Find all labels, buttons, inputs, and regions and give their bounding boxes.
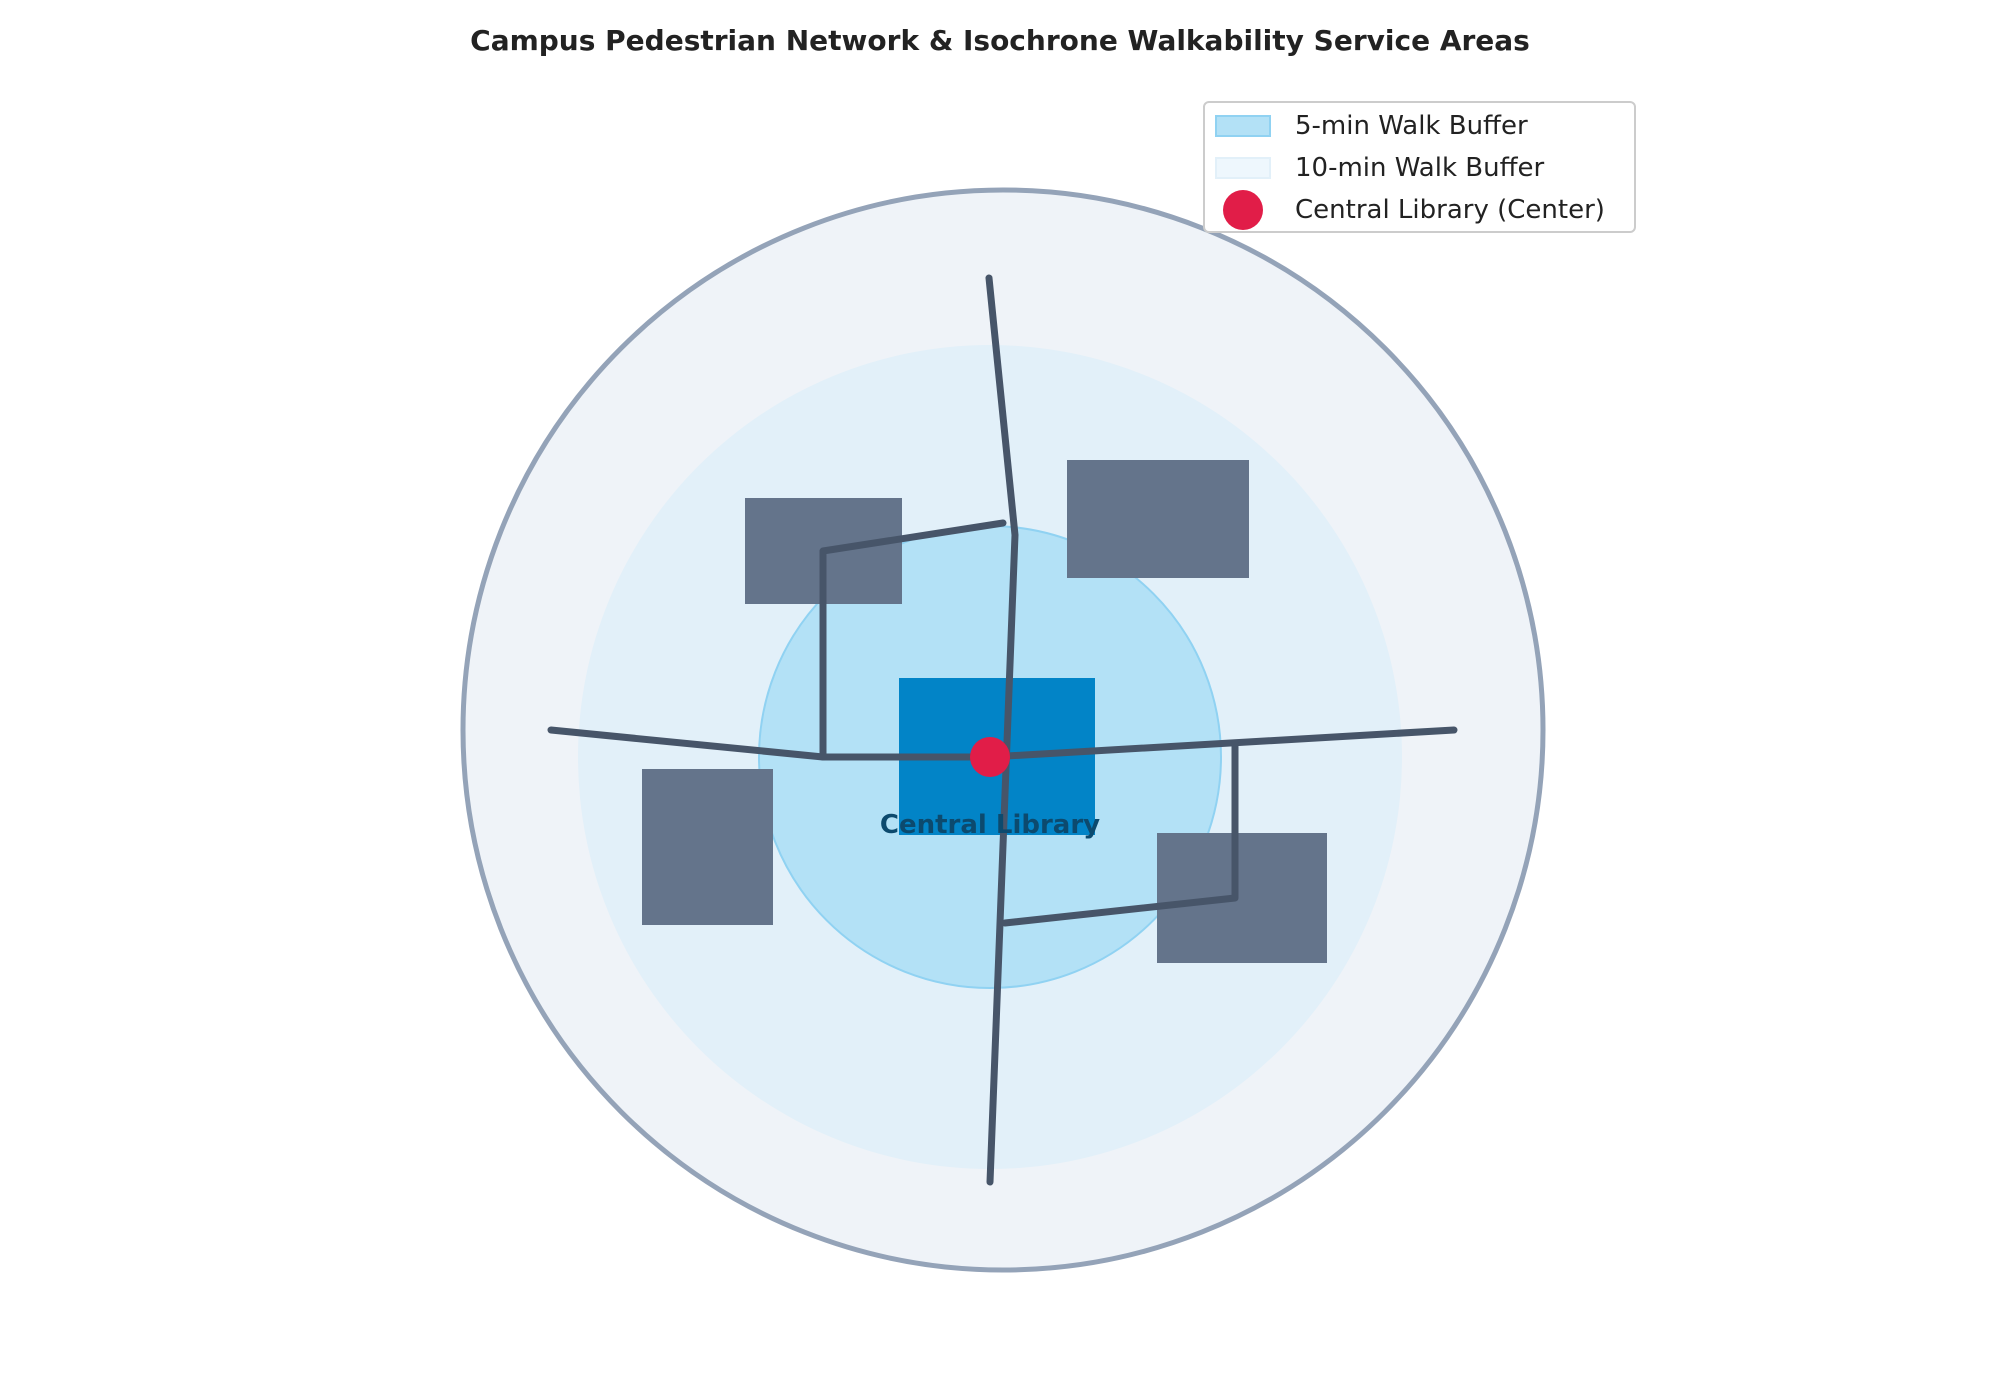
library-label: Central Library: [880, 810, 1100, 840]
legend-label-center: Central Library (Center): [1295, 195, 1605, 225]
building-north-east[interactable]: [1067, 460, 1249, 578]
path-north-south[interactable]: [985, 274, 1019, 1186]
path-south-east-branch[interactable]: [1001, 739, 1239, 927]
building-south-east[interactable]: [1157, 833, 1327, 963]
path-north-west-branch[interactable]: [819, 519, 1007, 761]
legend: 5-min Walk Buffer 10-min Walk Buffer Cen…: [1203, 101, 1636, 233]
legend-swatch-5-min: [1215, 115, 1271, 137]
map-title: Campus Pedestrian Network & Isochrone Wa…: [470, 24, 1530, 57]
central-library-marker[interactable]: [970, 737, 1010, 777]
building-west[interactable]: [642, 769, 773, 925]
legend-label-10-min: 10-min Walk Buffer: [1295, 153, 1545, 183]
legend-marker-center: [1223, 190, 1263, 230]
path-west-east[interactable]: [547, 726, 1458, 761]
legend-marker-wrap: [1215, 190, 1271, 230]
legend-label-5-min: 5-min Walk Buffer: [1295, 111, 1528, 141]
legend-item-5-min: 5-min Walk Buffer: [1215, 109, 1528, 143]
legend-swatch-10-min: [1215, 157, 1271, 179]
path-network: [547, 274, 1458, 1186]
legend-item-center: Central Library (Center): [1215, 190, 1605, 230]
legend-item-10-min: 10-min Walk Buffer: [1215, 151, 1544, 185]
